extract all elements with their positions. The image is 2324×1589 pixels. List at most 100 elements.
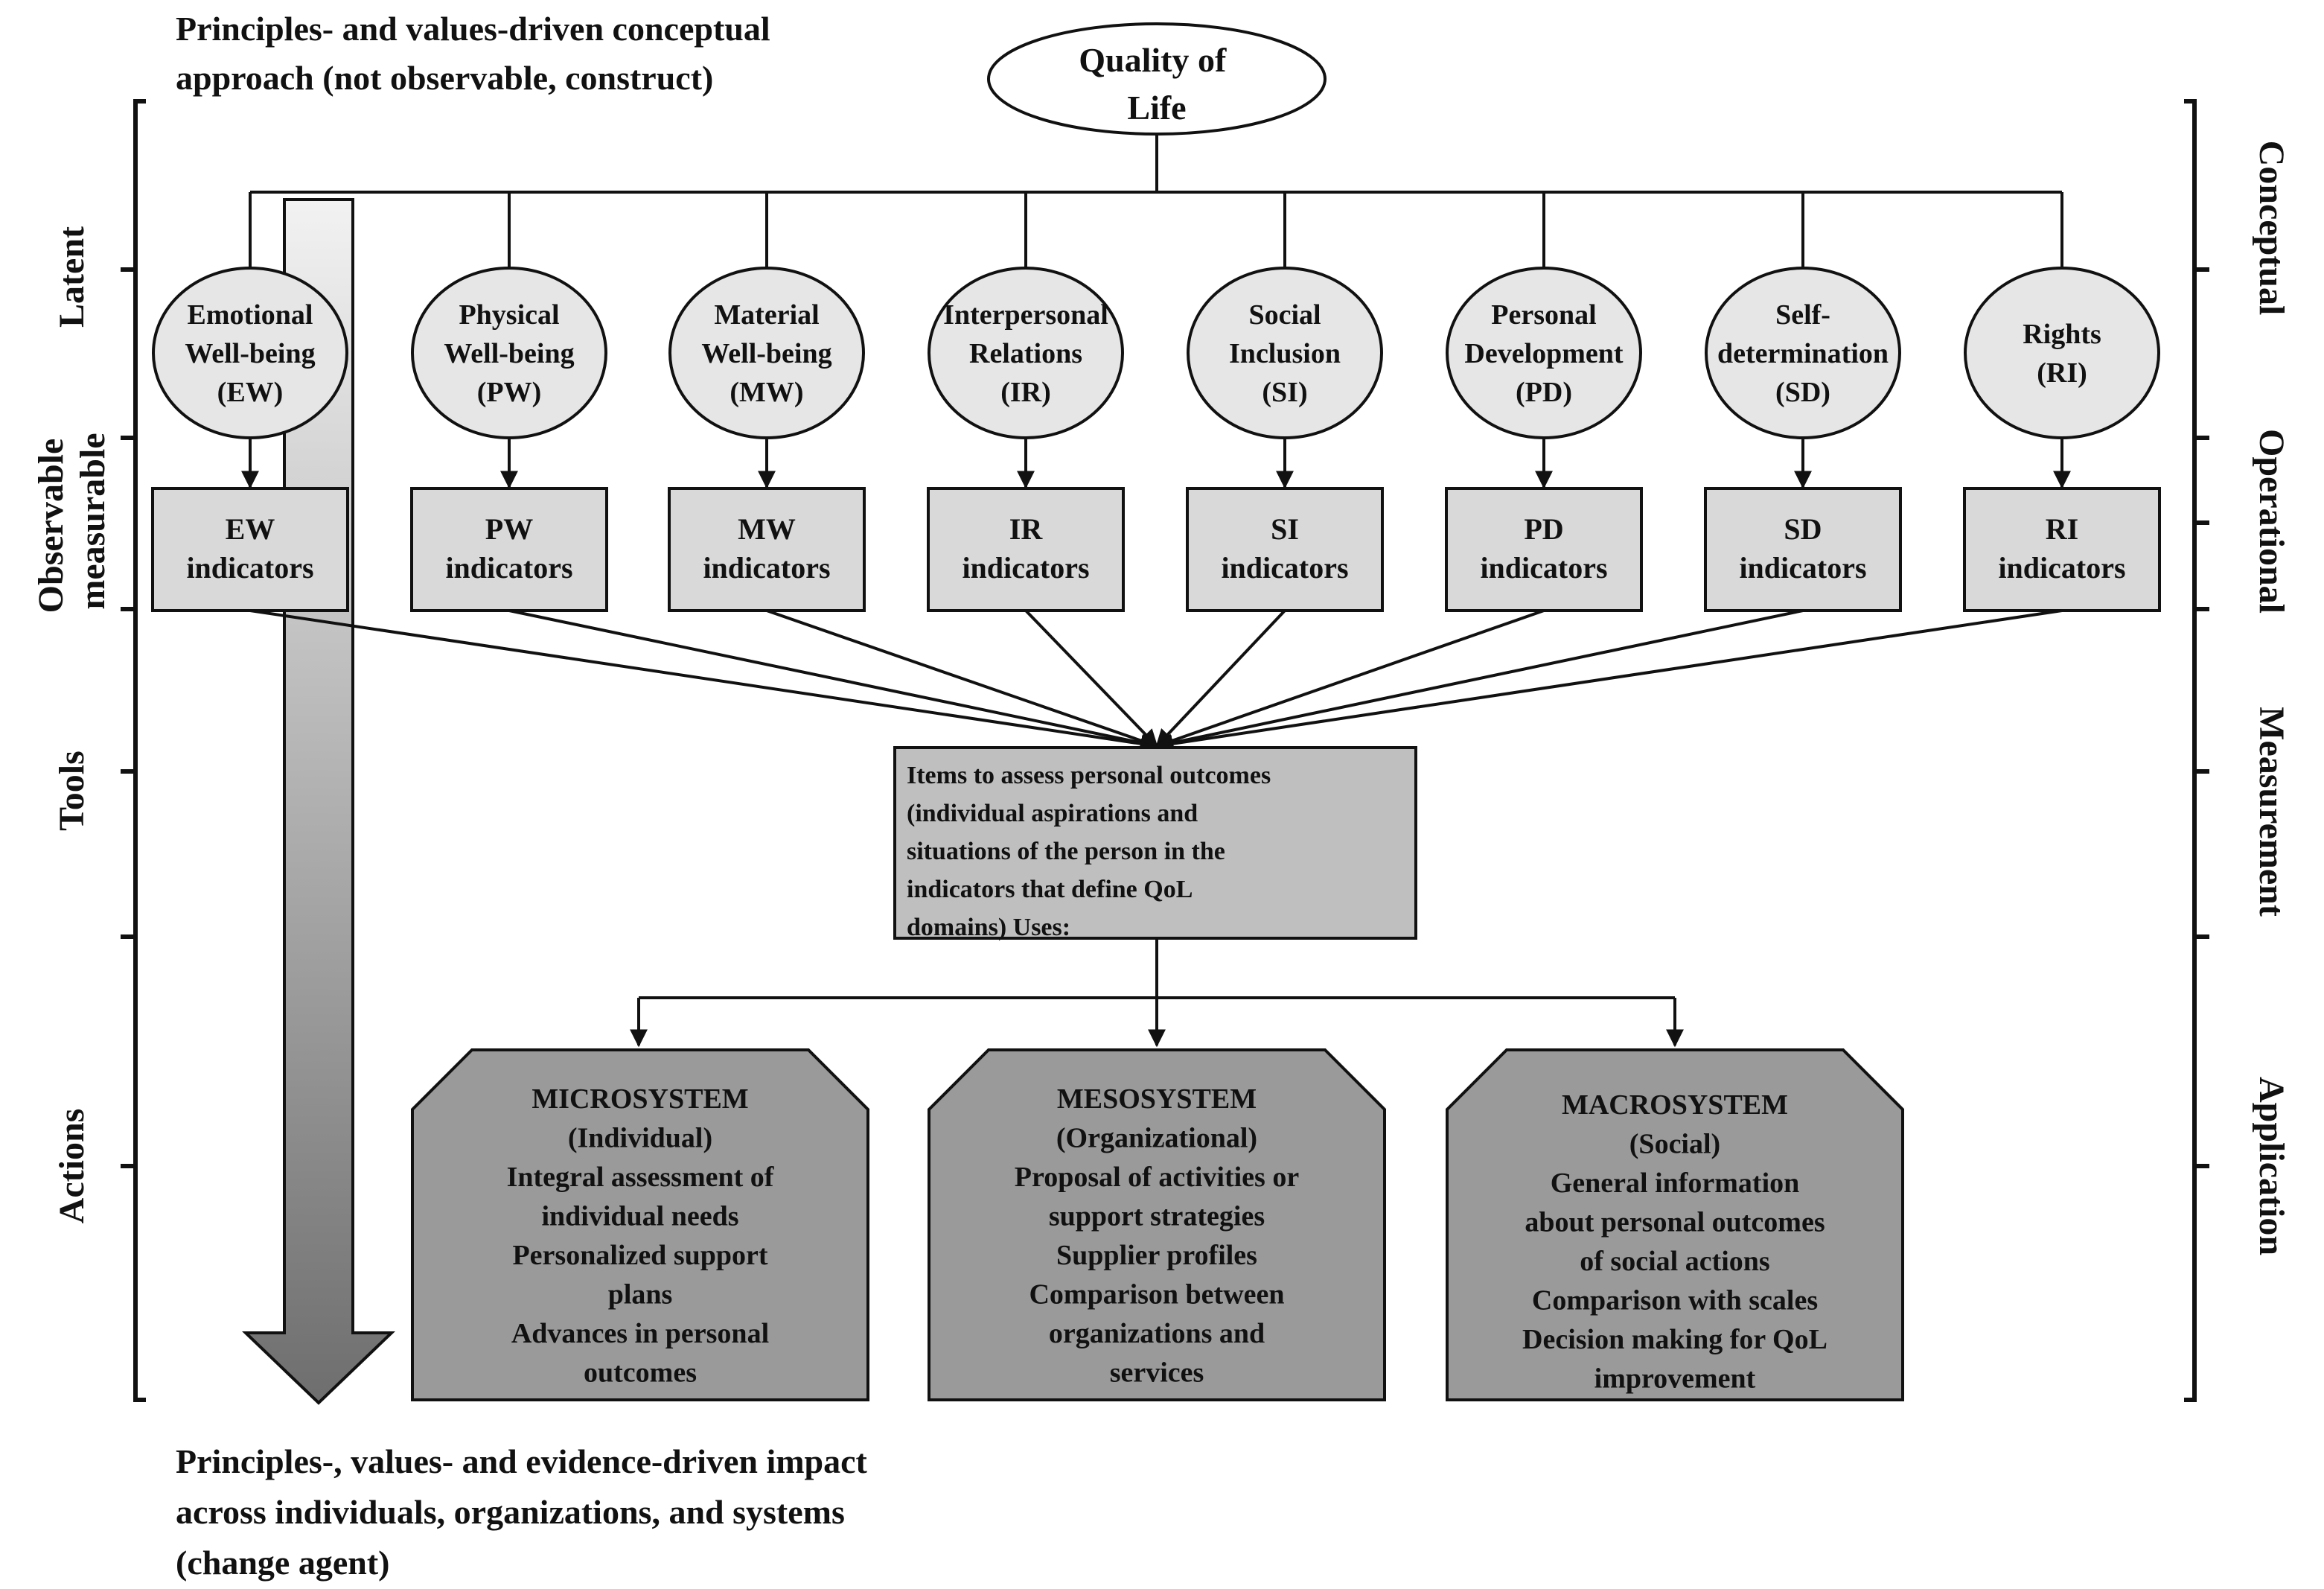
system-label-line: outcomes: [584, 1357, 697, 1389]
indicator-label-line: IR: [1009, 512, 1044, 546]
quality-of-life-label: Quality of Life: [1079, 41, 1235, 127]
system-label-line: individual needs: [541, 1201, 738, 1232]
domain-ellipse: [1964, 267, 2160, 439]
domain-label-line: (SI): [1262, 377, 1307, 408]
system-mesosystem: MESOSYSTEM(Organizational)Proposal of ac…: [928, 1048, 1386, 1401]
system-shape: [411, 1048, 869, 1401]
measurable-word: measurable: [73, 433, 112, 609]
level-label-operational: Operational: [2252, 429, 2291, 614]
domain-label-line: (PD): [1516, 377, 1572, 408]
indicator-label-line: PD: [1524, 512, 1563, 546]
indicator-to-items-arrows: [249, 609, 2063, 753]
indicator-label-line: MW: [738, 512, 796, 546]
indicator-label-line: PW: [485, 512, 533, 546]
indicator-to-items-arrow: [766, 609, 1159, 750]
items-to-systems-connectors: [630, 938, 1684, 1048]
top-note: Principles- and values-driven conceptual…: [176, 10, 779, 97]
root-connectors: [250, 134, 2062, 194]
indicator-label: EW indicators: [186, 512, 313, 585]
system-label-line: (Organizational): [1056, 1123, 1257, 1154]
indicator-label-line: indicators: [186, 551, 313, 585]
system-label-line: (Social): [1629, 1129, 1720, 1160]
system-label-line: of social actions: [1580, 1246, 1769, 1277]
domain-label: Rights (RI): [2023, 319, 2101, 389]
indicator-label-line: EW: [226, 512, 275, 546]
level-label-observable-measurable: Observable measurable: [31, 430, 112, 614]
indicator-to-items-arrow: [1155, 609, 2063, 753]
system-label-line: services: [1110, 1357, 1204, 1389]
indicator-label: SD indicators: [1739, 512, 1866, 585]
domain-label-line: (SD): [1775, 377, 1830, 408]
right-level-brace: [2184, 99, 2209, 1402]
bottom-note-line-1: Principles-, values- and evidence-driven…: [176, 1442, 868, 1480]
indicator-to-items-arrow: [1024, 609, 1158, 748]
indicator-to-items-arrow: [1155, 609, 1804, 752]
system-label-line: support strategies: [1049, 1201, 1265, 1232]
items-box-line: indicators that define QoL: [907, 876, 1193, 903]
domain-label-line: Personal: [1491, 299, 1596, 331]
domain-label-line: Material: [714, 299, 819, 331]
left-level-labels: Latent Observable measurable Tools Actio…: [31, 226, 112, 1223]
domain-label-line: determination: [1717, 338, 1889, 369]
indicator-box: [410, 487, 608, 612]
bottom-note: Principles-, values- and evidence-driven…: [176, 1442, 875, 1582]
level-label-actions: Actions: [52, 1109, 92, 1224]
system-label-line: plans: [608, 1279, 673, 1311]
domain-label-line: Well-being: [444, 338, 574, 369]
indicator-label-line: indicators: [962, 551, 1089, 585]
indicator-box: [668, 487, 866, 612]
level-label-application: Application: [2252, 1077, 2291, 1255]
indicator-box: [151, 487, 349, 612]
indicator-box: [927, 487, 1125, 612]
quality-of-life-line-2: Life: [1127, 89, 1186, 127]
indicator-to-items-arrow: [1155, 609, 1286, 748]
indicator-label-line: SD: [1784, 512, 1822, 546]
indicator-box: [1704, 487, 1902, 612]
system-label-line: MICROSYSTEM: [531, 1083, 748, 1115]
system-label-line: (Individual): [568, 1123, 712, 1154]
system-label-line: General information: [1551, 1168, 1800, 1199]
system-microsystem: MICROSYSTEM(Individual)Integral assessme…: [411, 1048, 869, 1401]
domain-label-line: (RI): [2037, 357, 2087, 389]
domain-label-line: Development: [1464, 338, 1624, 369]
system-label-line: organizations and: [1049, 1318, 1265, 1349]
system-layer: MICROSYSTEM(Individual)Integral assessme…: [411, 1048, 1904, 1401]
system-label-line: Proposal of activities or: [1015, 1162, 1300, 1193]
quality-of-life-line-1: Quality of: [1079, 41, 1227, 79]
system-label-line: Decision making for QoL: [1522, 1324, 1827, 1355]
system-label: MICROSYSTEM(Individual)Integral assessme…: [507, 1083, 775, 1389]
system-label-line: about personal outcomes: [1525, 1207, 1825, 1238]
indicator-to-items-arrow: [508, 609, 1159, 752]
indicator-label-line: indicators: [703, 551, 830, 585]
indicator-label: MW indicators: [703, 512, 830, 585]
indicator-box: [1963, 487, 2161, 612]
left-level-brace: [121, 99, 146, 1402]
indicator-label-line: indicators: [1739, 551, 1866, 585]
indicator-label: IR indicators: [962, 512, 1089, 585]
domain-label-line: Rights: [2023, 319, 2101, 350]
domain-label-line: Social: [1248, 299, 1321, 331]
items-box-line: Items to assess personal outcomes: [907, 762, 1271, 789]
indicator-label-line: SI: [1271, 512, 1299, 546]
indicator-to-items-arrow: [249, 609, 1159, 753]
domain-label-line: Well-being: [185, 338, 315, 369]
items-box-line: domains) Uses:: [907, 914, 1070, 941]
indicator-box: [1445, 487, 1643, 612]
bottom-note-line-2: across individuals, organizations, and s…: [176, 1493, 845, 1531]
items-box: Items to assess personal outcomes(indivi…: [893, 746, 1417, 941]
system-label-line: improvement: [1594, 1363, 1756, 1395]
domain-label-line: Interpersonal: [943, 299, 1108, 331]
right-level-labels: Conceptual Operational Measurement Appli…: [2252, 141, 2291, 1255]
